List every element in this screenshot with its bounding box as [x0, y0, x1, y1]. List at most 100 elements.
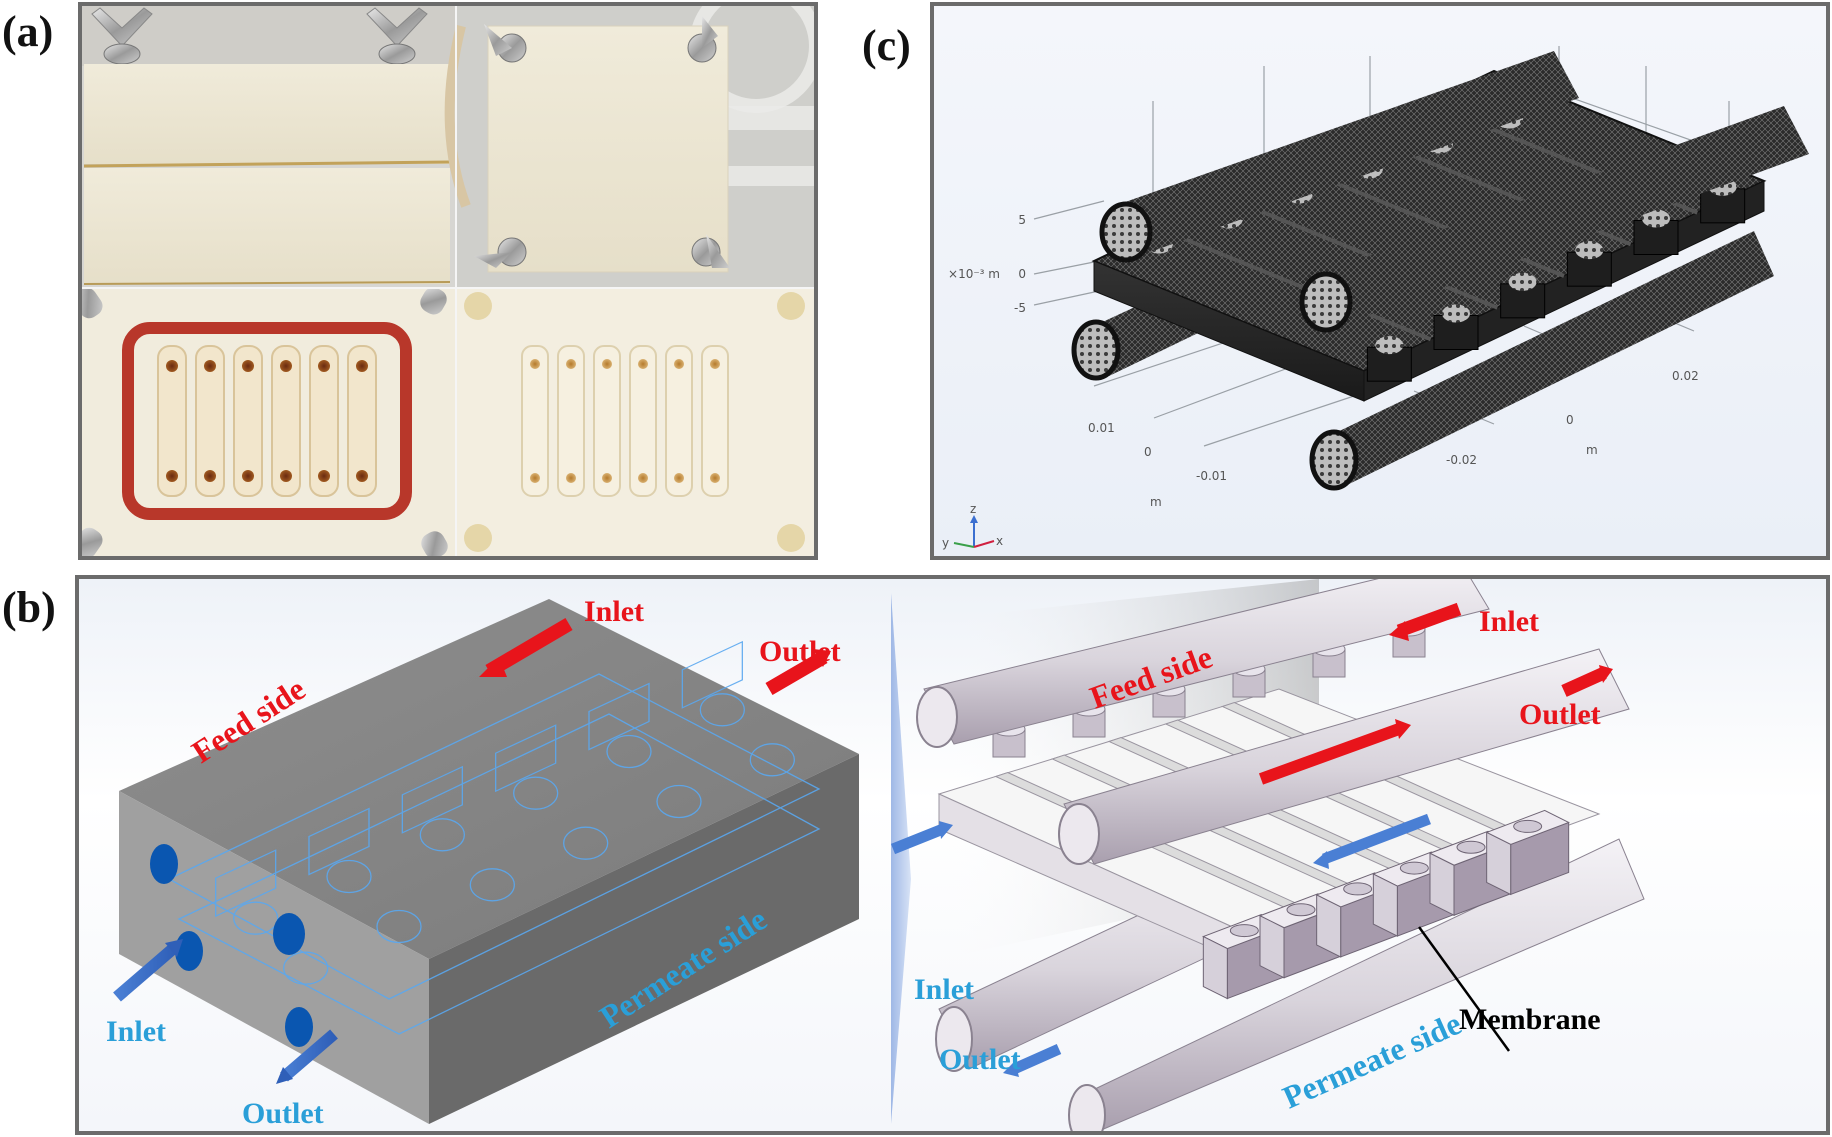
- mesh-block: [1700, 188, 1746, 224]
- permeate-connector: [1513, 819, 1543, 833]
- triad-z-label: z: [970, 502, 976, 516]
- channel-port: [166, 360, 178, 372]
- channel-port: [280, 360, 292, 372]
- y-tick-label: -0.01: [1196, 469, 1227, 483]
- right-feed-inlet-label: Inlet: [1479, 605, 1539, 638]
- y-axis-unit: m: [1150, 495, 1162, 509]
- channel-slot: [309, 345, 339, 497]
- permeate-block-side: [1316, 894, 1342, 958]
- wire-port: [749, 743, 795, 777]
- channel-port: [530, 473, 540, 483]
- x-tick-label: 0.02: [1672, 369, 1699, 383]
- block-top-face: [119, 599, 859, 959]
- zoom-divider-chevron: [891, 593, 911, 1124]
- channel-port: [204, 470, 216, 482]
- permeate-block-side: [1372, 873, 1398, 937]
- permeate-inlet-arrow: [890, 823, 946, 855]
- membrane-label: Membrane: [1459, 1003, 1601, 1036]
- wire-port: [606, 734, 652, 769]
- z-tick-label: 0: [1018, 267, 1026, 281]
- wire-port: [376, 909, 422, 944]
- channel-port: [674, 473, 684, 483]
- photo-plate-without-gasket: [456, 288, 814, 556]
- photo-plate-with-gasket: [82, 287, 456, 556]
- channel-slot: [347, 345, 377, 497]
- comsol-mesh-view: 5 0 -5 ×10⁻³ m 0.01 0 -0.01 m 0.02 0 -0.…: [942, 46, 1809, 550]
- permeate-outlet-arrow: [280, 1029, 338, 1082]
- channel-port: [166, 470, 178, 482]
- wing-nut-icon: [366, 7, 428, 65]
- wing-nut-icon: [687, 16, 718, 63]
- channel-port: [566, 359, 576, 369]
- permeate-inlet-arrow: [113, 942, 179, 1002]
- triad-y-label: y: [942, 536, 949, 550]
- membrane-pointer-line: [1417, 926, 1511, 1052]
- cad-internal-model: Inlet Outlet Feed side Permeate side Inl…: [890, 579, 1645, 1131]
- wing-nut-icon: [691, 234, 730, 268]
- channel-slot: [557, 345, 585, 497]
- cad-block-model: Inlet Outlet Feed side Permeate side Inl…: [106, 595, 859, 1130]
- mesh-permeate-tube-front: [1309, 231, 1774, 491]
- wire-port: [513, 776, 559, 810]
- x-axis-unit: m: [1586, 443, 1598, 457]
- channel-slot: [593, 345, 621, 497]
- permeate-block-side: [1486, 831, 1512, 896]
- permeate-blocks: [1202, 809, 1570, 1000]
- channel-port: [602, 473, 612, 483]
- channel-port: [674, 359, 684, 369]
- port-hole: [175, 931, 203, 971]
- channel-slot: [271, 345, 301, 497]
- channel-port: [710, 359, 720, 369]
- block-side-face: [429, 754, 859, 1124]
- triad-x-label: x: [996, 534, 1003, 548]
- port-hole: [150, 844, 178, 884]
- channel-port: [204, 360, 216, 372]
- channel-port: [356, 470, 368, 482]
- y-tick-label: 0: [1144, 445, 1152, 459]
- wire-block: [495, 724, 557, 793]
- wire-port: [563, 826, 609, 860]
- channel-port: [638, 359, 648, 369]
- permeate-connector: [1229, 924, 1259, 938]
- mesh-divider: [1159, 227, 1432, 342]
- permeate-connector: [1456, 840, 1486, 854]
- left-feed-outlet-label: Outlet: [759, 635, 841, 668]
- flow-channels: [521, 345, 729, 497]
- wire-port: [233, 901, 279, 935]
- z-tick-label: 5: [1018, 213, 1026, 227]
- wire-block: [401, 765, 463, 834]
- wire-port: [419, 818, 465, 852]
- photo-module-top-view: [444, 6, 814, 288]
- right-permeate-inlet-label: Inlet: [914, 973, 974, 1006]
- internal-wireframe: [167, 640, 821, 1035]
- panel-a-photos: [78, 2, 818, 560]
- mesh-feed-tube-back: [1099, 51, 1579, 263]
- mesh-connector: [1642, 209, 1670, 228]
- permeate-block-side: [1202, 935, 1228, 1000]
- wire-port: [699, 693, 745, 727]
- channel-port: [280, 470, 292, 482]
- wing-nut-icon: [91, 7, 153, 65]
- mesh-feed-tube-front: [1299, 106, 1809, 333]
- left-permeate-outlet-label: Outlet: [242, 1097, 324, 1130]
- right-permeate-outlet-label: Outlet: [939, 1043, 1021, 1076]
- feed-outlet-arrow: [765, 650, 828, 696]
- channel-port: [530, 359, 540, 369]
- photo-module-side-view: [82, 6, 456, 288]
- permeate-block-side: [1259, 914, 1285, 979]
- mesh-connector: [1442, 304, 1470, 323]
- x-tick-label: 0: [1566, 413, 1574, 427]
- port-hole: [285, 1007, 313, 1047]
- wire-port: [283, 951, 329, 985]
- wire-block: [681, 640, 743, 709]
- wire-port: [656, 784, 702, 819]
- x-tick-label: -0.02: [1446, 453, 1477, 467]
- mesh-connector: [1375, 336, 1404, 355]
- wire-port: [469, 868, 515, 902]
- left-permeate-inlet-label: Inlet: [106, 1015, 166, 1048]
- channel-slot: [665, 345, 693, 497]
- mesh-connector: [1508, 272, 1537, 291]
- right-feed-outlet-label: Outlet: [1519, 698, 1601, 731]
- panel-label-c: (c): [862, 21, 911, 70]
- permeate-flow-arrow: [1322, 813, 1431, 865]
